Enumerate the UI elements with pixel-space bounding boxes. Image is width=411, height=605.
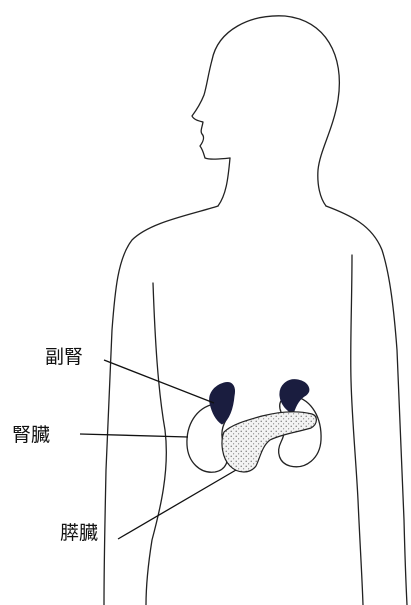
right-shoulder-arm (326, 206, 407, 605)
head-outline (212, 16, 339, 206)
leader-line-adrenal (104, 360, 214, 403)
label-pancreas: 膵臓 (60, 522, 98, 544)
left-torso (146, 283, 166, 605)
right-torso (351, 255, 363, 605)
label-kidney: 腎臓 (12, 424, 50, 446)
neck-front (218, 158, 230, 206)
leader-line-pancreas (118, 470, 236, 539)
label-adrenal-gland: 副腎 (45, 346, 83, 368)
body-outline (104, 16, 407, 605)
leader-line-kidney (80, 434, 188, 437)
face-profile (192, 60, 230, 159)
